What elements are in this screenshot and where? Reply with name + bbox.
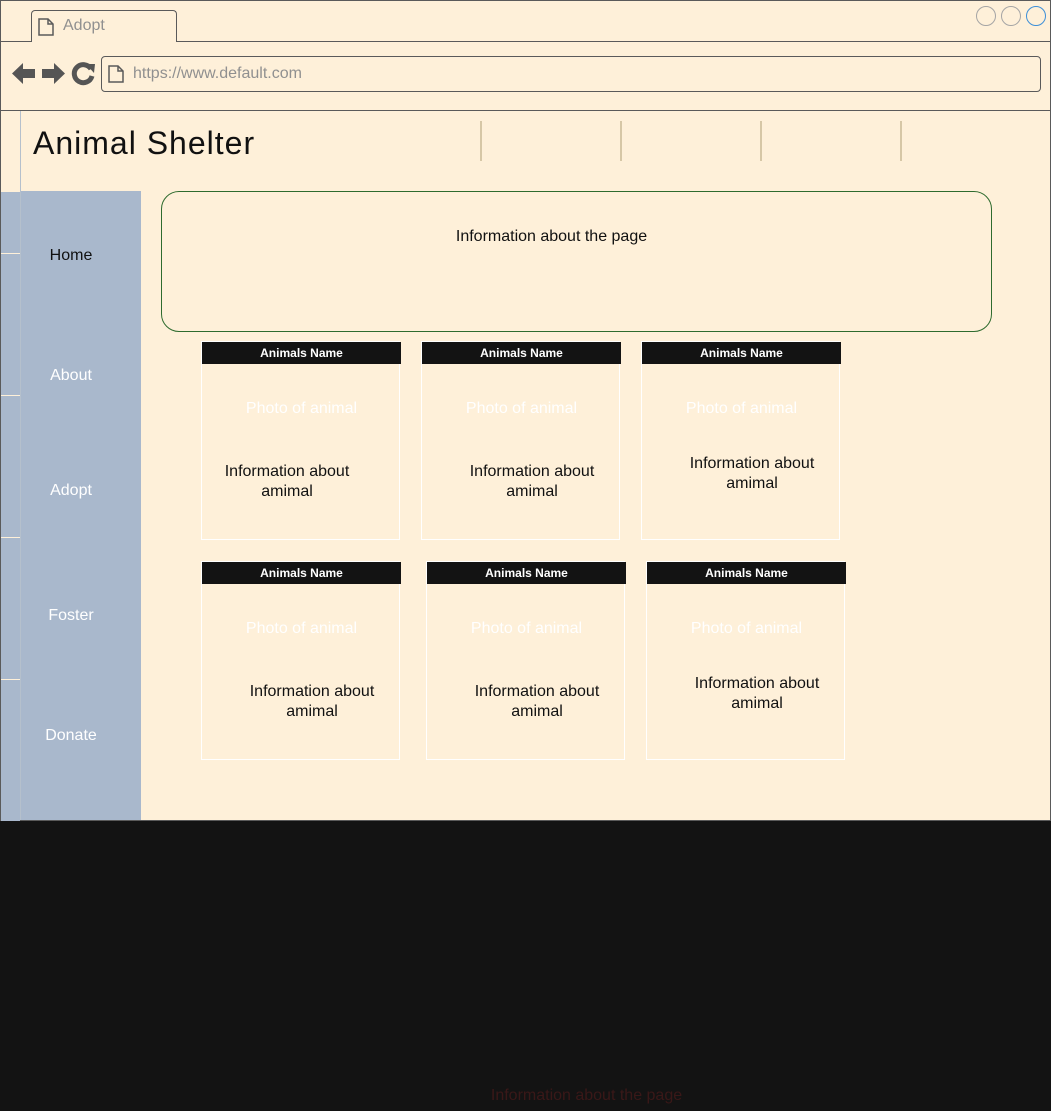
url-text: https://www.default.com — [133, 65, 302, 82]
animal-name: Animals Name — [422, 342, 621, 364]
animal-info: Information about amimal — [447, 462, 617, 502]
left-strip — [1, 111, 21, 821]
animal-photo: Photo of animal — [245, 620, 358, 637]
sidebar-item-home[interactable]: Home — [49, 247, 93, 264]
animal-info-line: amimal — [726, 475, 778, 492]
url-bar[interactable]: https://www.default.com — [101, 56, 1041, 92]
forward-arrow-icon[interactable] — [41, 61, 66, 86]
strip-segment — [1, 537, 20, 679]
page-title: Animal Shelter — [33, 125, 256, 161]
animal-card[interactable]: Animals Name Photo of animal Information… — [201, 341, 401, 540]
animal-info: Information about amimal — [667, 454, 837, 494]
animal-info-line: amimal — [286, 703, 338, 720]
animal-photo: Photo of animal — [245, 400, 358, 417]
close-button[interactable] — [1026, 6, 1046, 26]
animal-photo: Photo of animal — [465, 400, 578, 417]
strip-segment — [1, 395, 20, 537]
animal-name: Animals Name — [202, 562, 401, 584]
animal-card[interactable]: Animals Name Photo of animal Information… — [646, 561, 846, 760]
header-divider — [620, 121, 622, 161]
strip-segment — [1, 191, 20, 253]
animal-card[interactable]: Animals Name Photo of animal Information… — [426, 561, 626, 760]
sidebar-item-donate[interactable]: Donate — [45, 727, 97, 744]
header-divider — [480, 121, 482, 161]
animal-card[interactable]: Animals Name Photo of animal Information… — [421, 341, 621, 540]
animal-info-line: Information about — [224, 463, 350, 480]
animal-info-line: amimal — [731, 695, 783, 712]
animal-info-line: Information about — [249, 683, 375, 700]
sidebar-item-foster[interactable]: Foster — [48, 607, 94, 624]
animal-name: Animals Name — [642, 342, 841, 364]
sidebar-item-adopt[interactable]: Adopt — [50, 482, 92, 499]
animal-info-line: Information about — [474, 683, 600, 700]
animal-card[interactable]: Animals Name Photo of animal Information… — [201, 561, 401, 760]
animal-photo: Photo of animal — [685, 400, 798, 417]
animal-info: Information about amimal — [452, 682, 622, 722]
sidebar-item-about[interactable]: About — [50, 367, 92, 384]
maximize-button[interactable] — [1001, 6, 1021, 26]
strip-segment — [1, 679, 20, 821]
animal-photo: Photo of animal — [690, 620, 803, 637]
footer-info-text: Information about the page — [490, 1087, 683, 1104]
header-divider — [900, 121, 902, 161]
animal-name: Animals Name — [427, 562, 626, 584]
animal-card[interactable]: Animals Name Photo of animal Information… — [641, 341, 841, 540]
minimize-button[interactable] — [976, 6, 996, 26]
animal-info-line: amimal — [506, 483, 558, 500]
tab-bar: Adopt — [1, 1, 1050, 42]
page-info-box: Information about the page — [161, 191, 992, 332]
tab-label: Adopt — [63, 17, 105, 34]
sidebar: Home About Adopt Foster Donate — [21, 191, 141, 820]
animal-info-line: Information about — [694, 675, 820, 692]
header-divider — [760, 121, 762, 161]
animal-photo: Photo of animal — [470, 620, 583, 637]
strip-segment — [1, 253, 20, 395]
navigation-bar: https://www.default.com — [1, 42, 1050, 111]
reload-icon[interactable] — [71, 61, 96, 86]
animal-info: Information about amimal — [202, 462, 372, 502]
animal-info: Information about amimal — [227, 682, 397, 722]
tab-adopt[interactable]: Adopt — [31, 10, 177, 42]
animal-info-line: amimal — [511, 703, 563, 720]
document-icon — [108, 65, 124, 83]
animal-info-line: Information about — [689, 455, 815, 472]
animal-name: Animals Name — [647, 562, 846, 584]
back-arrow-icon[interactable] — [11, 61, 36, 86]
animal-name: Animals Name — [202, 342, 401, 364]
animal-info: Information about amimal — [672, 674, 842, 714]
document-icon — [38, 18, 54, 36]
animal-info-line: Information about — [469, 463, 595, 480]
animal-info-line: amimal — [261, 483, 313, 500]
browser-window: Adopt https://www.default.com — [0, 0, 1051, 821]
page-info-text: Information about the page — [455, 228, 648, 245]
